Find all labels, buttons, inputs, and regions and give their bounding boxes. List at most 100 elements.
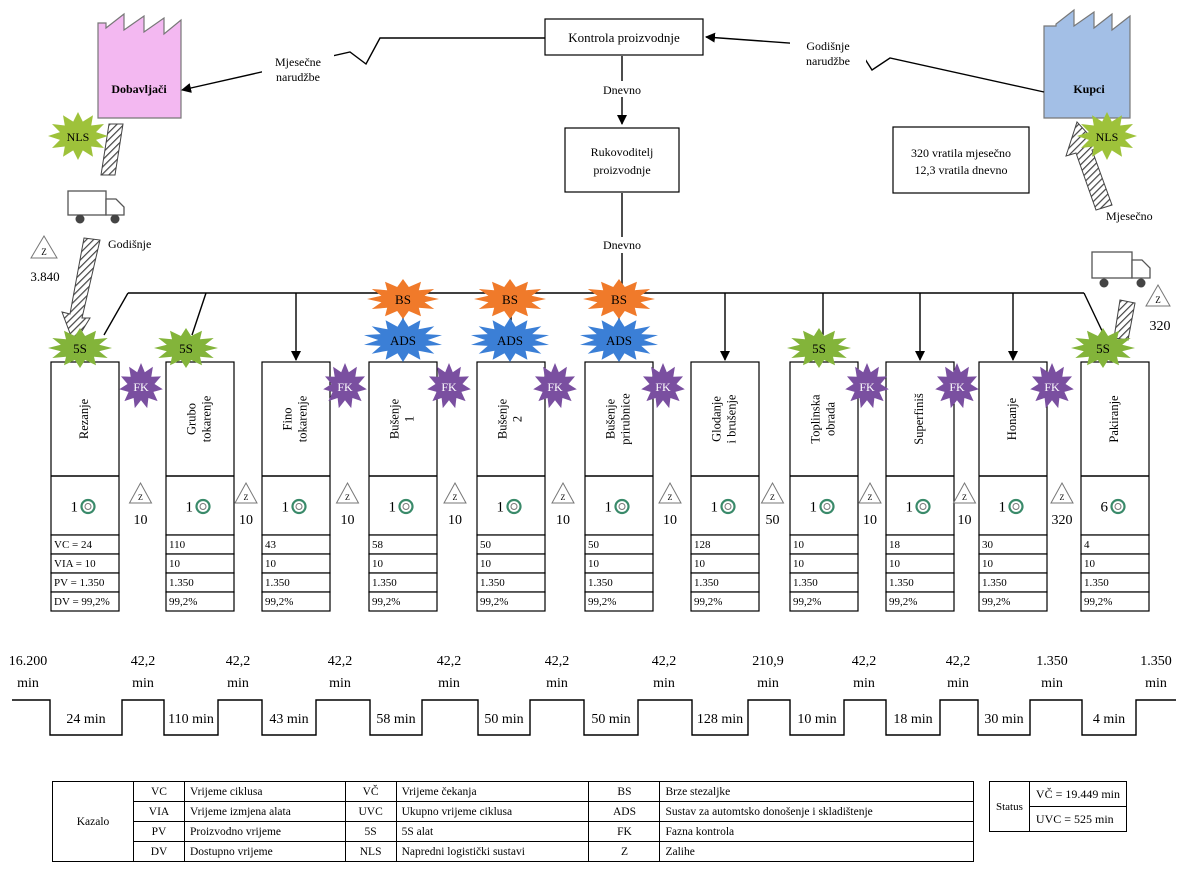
operator-count: 1 <box>810 500 818 516</box>
legend-abbreviation: ADS <box>588 801 661 822</box>
operator-icon <box>915 498 931 515</box>
info-drop-line <box>191 292 207 336</box>
bs-label: BS <box>395 292 411 307</box>
ads-burst: ADS <box>364 318 442 362</box>
process-data-cell: 10 <box>169 558 181 570</box>
process-name: Bušenje <box>495 398 509 439</box>
timeline-wait-value: 42,2 <box>226 654 251 669</box>
process-name: Bušenje <box>603 398 617 439</box>
process-data-cell: 50 <box>588 539 600 551</box>
process-data-cell: DV = 99,2% <box>54 596 110 608</box>
fk-burst: FK <box>845 363 889 409</box>
timeline-cycle-value: 128 min <box>697 712 743 727</box>
process-name: tokarenje <box>199 395 213 442</box>
fk-burst: FK <box>1030 363 1074 409</box>
supplier-order-line-2: narudžbe <box>276 70 320 84</box>
fives-burst: 5S <box>154 328 218 368</box>
legend-abbreviation: DV <box>133 841 185 862</box>
customer-order-arrow <box>705 32 1045 93</box>
timeline-wait-unit: min <box>757 676 779 691</box>
production-control-label: Kontrola proizvodnje <box>568 30 680 45</box>
fk-label: FK <box>949 380 965 394</box>
ads-label: ADS <box>606 333 632 348</box>
process-data-cell: 10 <box>1084 558 1096 570</box>
timeline-wait-unit: min <box>17 676 39 691</box>
process-name: 2 <box>510 416 524 422</box>
inventory-triangle: Z <box>658 481 682 504</box>
legend-abbreviation: UVC <box>344 801 397 822</box>
process-name: prirubnice <box>618 393 632 445</box>
timeline-wait-unit: min <box>947 676 969 691</box>
timeline-wait-unit: min <box>853 676 875 691</box>
supplier-inventory-triangle: Z <box>30 235 58 259</box>
timeline-wait-unit: min <box>653 676 675 691</box>
fk-label: FK <box>441 380 457 394</box>
fk-burst: FK <box>323 363 367 409</box>
legend-description: Brze stezaljke <box>659 781 974 802</box>
inventory-triangle: Z <box>858 481 882 504</box>
legend-abbreviation: BS <box>588 781 661 802</box>
process-data-cell: 1.350 <box>169 577 194 589</box>
process-name: 1 <box>402 416 416 422</box>
process-name: Glodanje <box>709 396 723 442</box>
daily-label-top: Dnevno <box>603 83 641 97</box>
production-manager: Rukovoditelj proizvodnje <box>564 127 680 193</box>
inventory-symbol: Z <box>561 493 566 502</box>
operator-count: 1 <box>282 500 290 516</box>
process-name: Bušenje <box>387 398 401 439</box>
process-data-cell: 58 <box>372 539 384 551</box>
process-name: Superfiniš <box>912 393 926 445</box>
inventory-value: 10 <box>239 513 253 528</box>
timeline-wait-value: 42,2 <box>131 654 156 669</box>
bs-burst: BS <box>583 279 655 319</box>
supplier-label: Dobavljači <box>111 82 167 96</box>
fk-label: FK <box>547 380 563 394</box>
customer-inventory-triangle: Z <box>1145 283 1171 307</box>
process-name: tokarenje <box>295 395 309 442</box>
production-control: Kontrola proizvodnje <box>544 18 704 56</box>
fk-burst: FK <box>935 363 979 409</box>
inventory-symbol: Z <box>868 493 873 502</box>
inventory-symbol: Z <box>345 493 350 502</box>
process-data-cell: 1.350 <box>694 577 719 589</box>
supplier-shipment-label: Godišnje <box>108 237 151 251</box>
process-data-cell: 99,2% <box>793 596 821 608</box>
inventory-triangle: Z <box>551 481 575 504</box>
process-data-cell: 43 <box>265 539 277 551</box>
bs-burst: BS <box>367 279 439 319</box>
process-data-cell: 1.350 <box>1084 577 1109 589</box>
timeline-wait-unit: min <box>1145 676 1167 691</box>
operator-icon <box>506 498 522 515</box>
process-data-cell: 10 <box>480 558 492 570</box>
process-data-cell: 50 <box>480 539 492 551</box>
process-data-cell: VC = 24 <box>54 539 92 551</box>
timeline-wait-value: 210,9 <box>752 654 784 669</box>
customer-demand-box: 320 vratila mjesečno 12,3 vratila dnevno <box>892 126 1030 194</box>
legend-abbreviation: NLS <box>344 841 397 862</box>
timeline-wait-value: 42,2 <box>652 654 677 669</box>
operator-icon <box>195 498 211 515</box>
ads-label: ADS <box>390 333 416 348</box>
process-name: Grubo <box>184 403 198 435</box>
timeline-ladder <box>12 699 1176 736</box>
fives-label: 5S <box>1096 341 1110 356</box>
timeline-wait-unit: min <box>132 676 154 691</box>
timeline-cycle-value: 50 min <box>591 712 630 727</box>
operator-count: 1 <box>389 500 397 516</box>
process-data-cell: 99,2% <box>982 596 1010 608</box>
inventory-triangle: Z <box>1050 481 1074 504</box>
ads-label: ADS <box>497 333 523 348</box>
process-data-cell: VIA = 10 <box>54 558 96 570</box>
timeline-cycle-value: 18 min <box>893 712 932 727</box>
inventory-value: 10 <box>556 513 570 528</box>
fk-label: FK <box>859 380 875 394</box>
